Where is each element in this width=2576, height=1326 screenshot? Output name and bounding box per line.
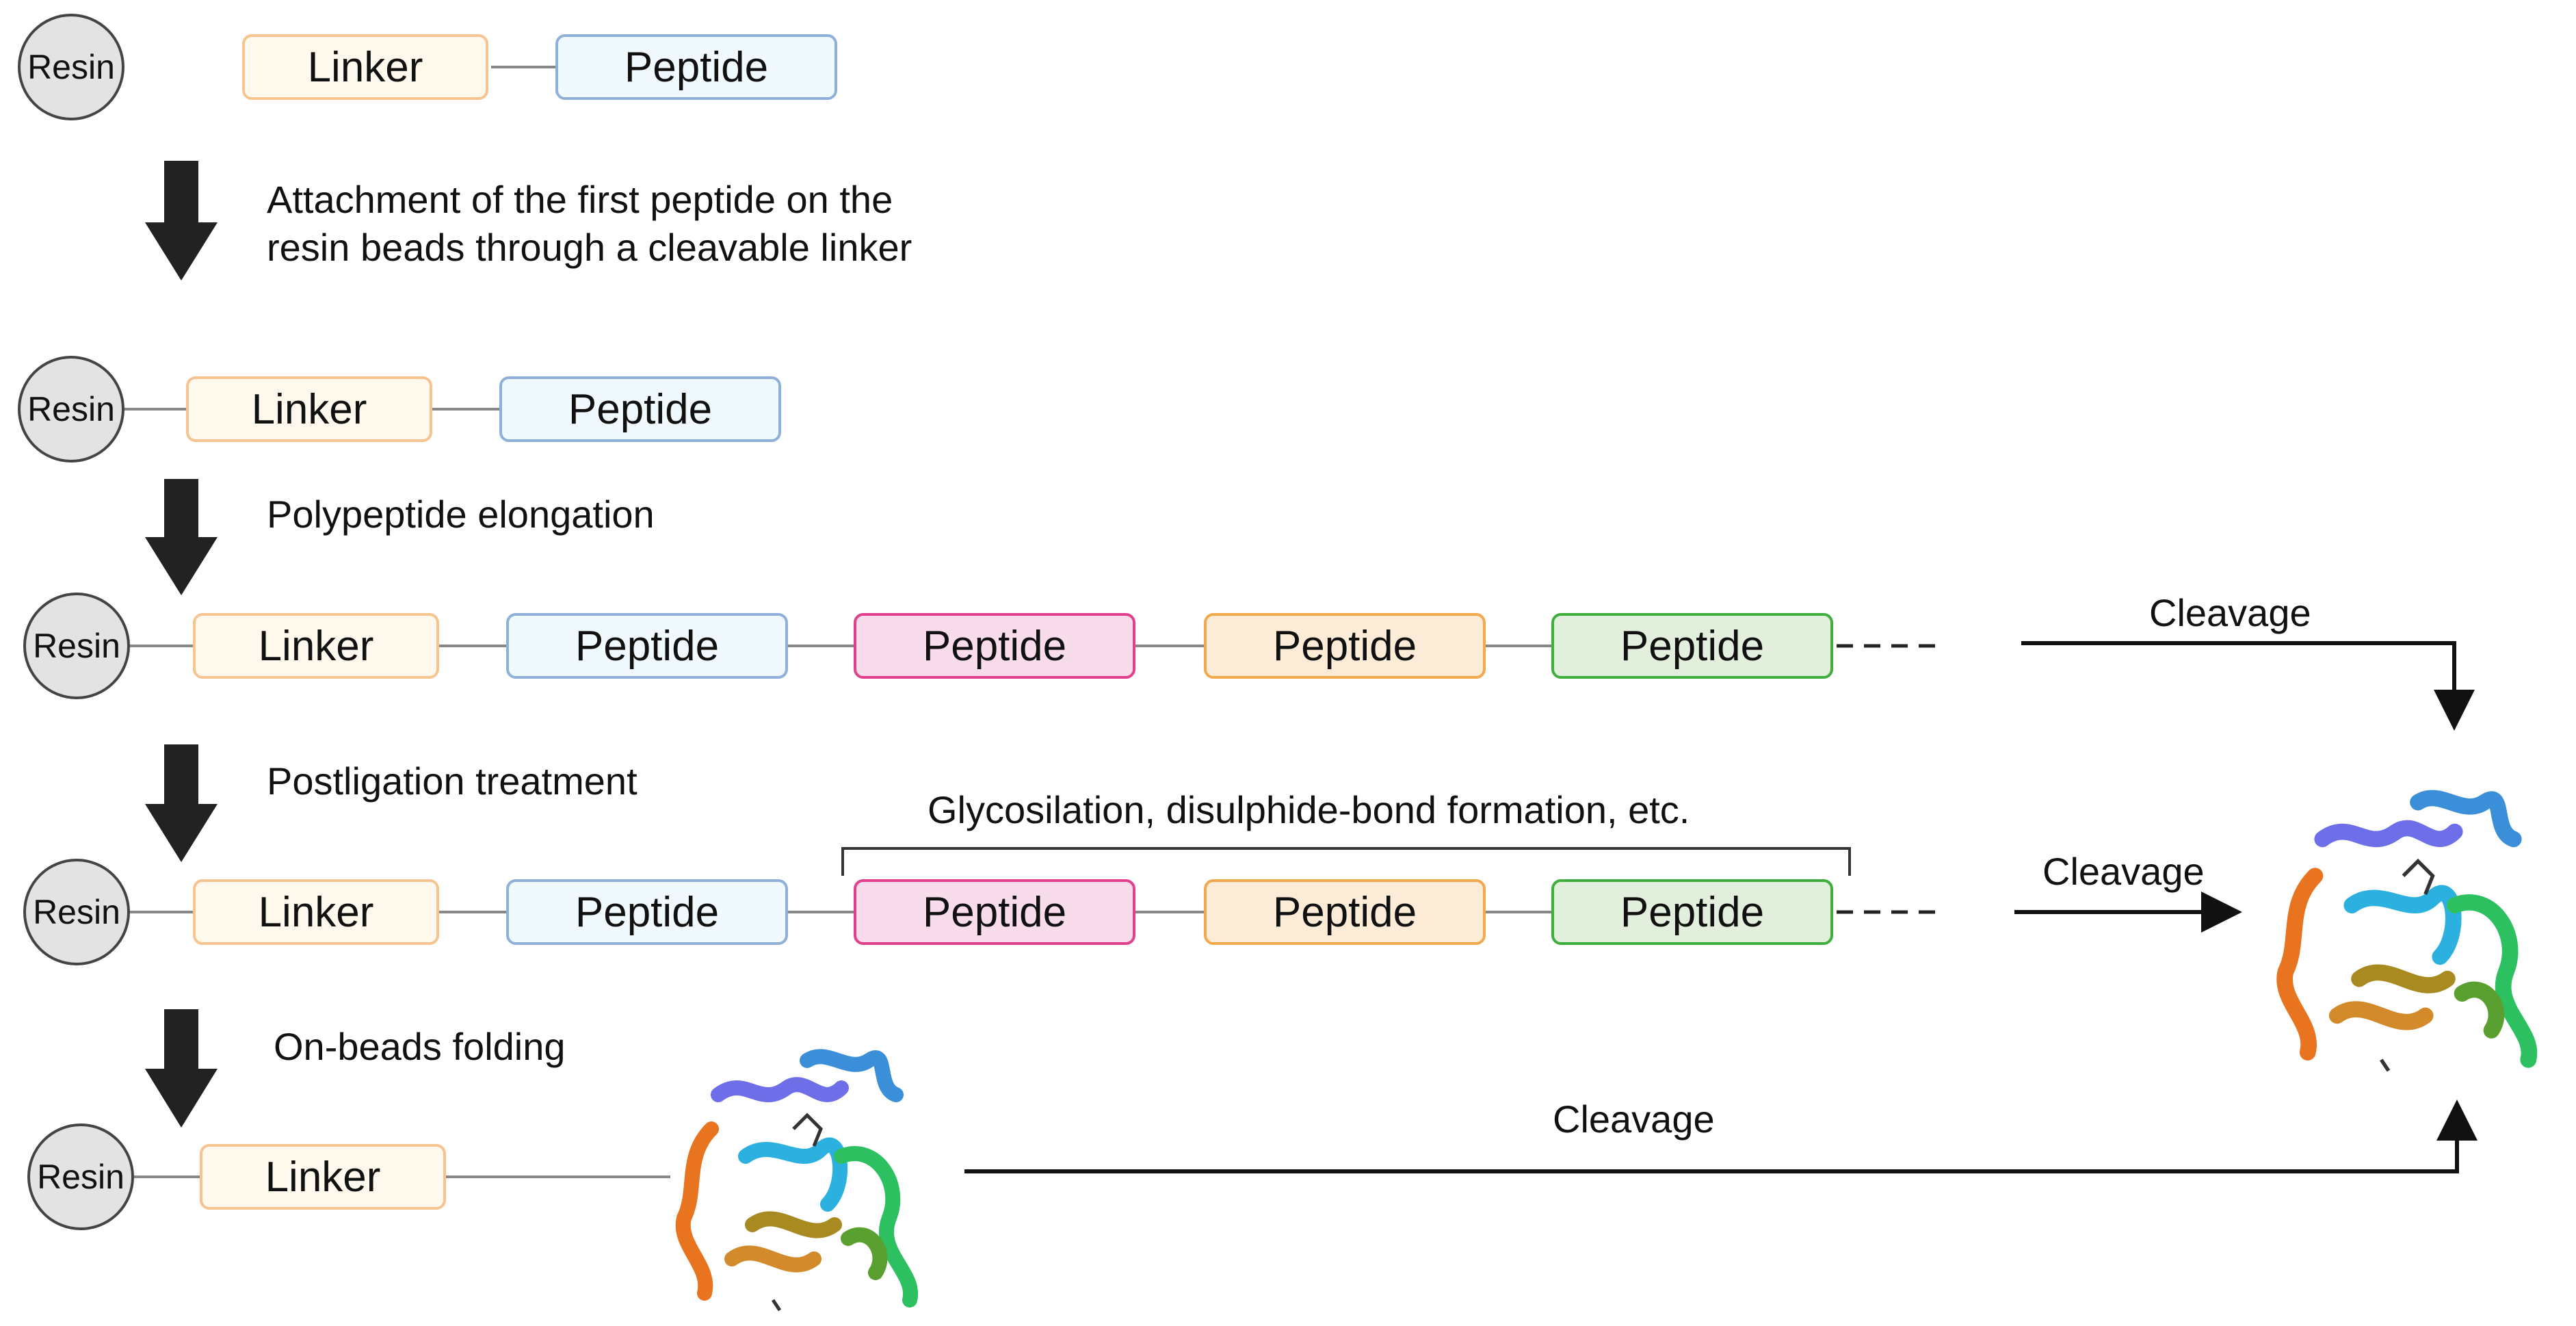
resin-bead: Resin bbox=[27, 1123, 134, 1230]
peptide-box: Peptide bbox=[1204, 613, 1486, 679]
right-arrow-icon bbox=[2021, 641, 2475, 731]
resin-bead: Resin bbox=[18, 14, 124, 120]
connector-line bbox=[134, 1175, 200, 1178]
right-arrow-icon bbox=[964, 1100, 2478, 1173]
connector-line bbox=[1486, 645, 1551, 647]
down-arrow-icon bbox=[145, 744, 218, 862]
peptide-box: Peptide bbox=[499, 376, 781, 442]
connector-line bbox=[432, 408, 499, 411]
resin-bead: Resin bbox=[18, 356, 124, 463]
step-folding: On-beads folding bbox=[274, 1025, 566, 1068]
connector-line bbox=[1135, 911, 1204, 913]
connector-line bbox=[788, 911, 854, 913]
modification-label: Glycosilation, disulphide-bond formation… bbox=[928, 788, 1690, 831]
cleavage-label: Cleavage bbox=[1553, 1097, 1715, 1141]
down-arrow-icon bbox=[145, 161, 218, 281]
down-arrow-icon bbox=[145, 479, 218, 595]
connector-line bbox=[439, 645, 506, 647]
peptide-box: Peptide bbox=[506, 613, 788, 679]
linker-box: Linker bbox=[242, 34, 488, 100]
step-postligation: Postligation treatment bbox=[267, 759, 638, 803]
peptide-box: Peptide bbox=[1551, 613, 1833, 679]
cleavage-label: Cleavage bbox=[2042, 850, 2205, 893]
linker-box: Linker bbox=[186, 376, 432, 442]
connector-line bbox=[788, 645, 854, 647]
down-arrow-icon bbox=[145, 1009, 218, 1128]
protein-structure-icon bbox=[2276, 790, 2538, 1072]
connector-line bbox=[446, 1175, 670, 1178]
resin-bead: Resin bbox=[23, 593, 130, 699]
peptide-box: Peptide bbox=[854, 879, 1135, 945]
peptide-box: Peptide bbox=[1204, 879, 1486, 945]
step-attachment-line2: resin beads through a cleavable linker bbox=[267, 226, 912, 269]
connector-line bbox=[130, 645, 193, 647]
peptide-box: Peptide bbox=[555, 34, 837, 100]
connector-line bbox=[439, 911, 506, 913]
linker-box: Linker bbox=[193, 879, 439, 945]
peptide-box: Peptide bbox=[1551, 879, 1833, 945]
connector-line bbox=[123, 408, 186, 411]
connector-line bbox=[1135, 645, 1204, 647]
peptide-box: Peptide bbox=[506, 879, 788, 945]
connector-line bbox=[1486, 911, 1551, 913]
step-elongation: Polypeptide elongation bbox=[267, 493, 655, 536]
linker-box: Linker bbox=[193, 613, 439, 679]
linker-box: Linker bbox=[200, 1144, 446, 1210]
step-attachment-line1: Attachment of the first peptide on the bbox=[267, 178, 893, 221]
modification-bracket bbox=[841, 847, 1851, 876]
protein-structure-icon bbox=[675, 1049, 919, 1312]
cleavage-label: Cleavage bbox=[2149, 591, 2311, 634]
connector-line bbox=[130, 911, 193, 913]
peptide-box: Peptide bbox=[854, 613, 1135, 679]
resin-bead: Resin bbox=[23, 859, 130, 965]
